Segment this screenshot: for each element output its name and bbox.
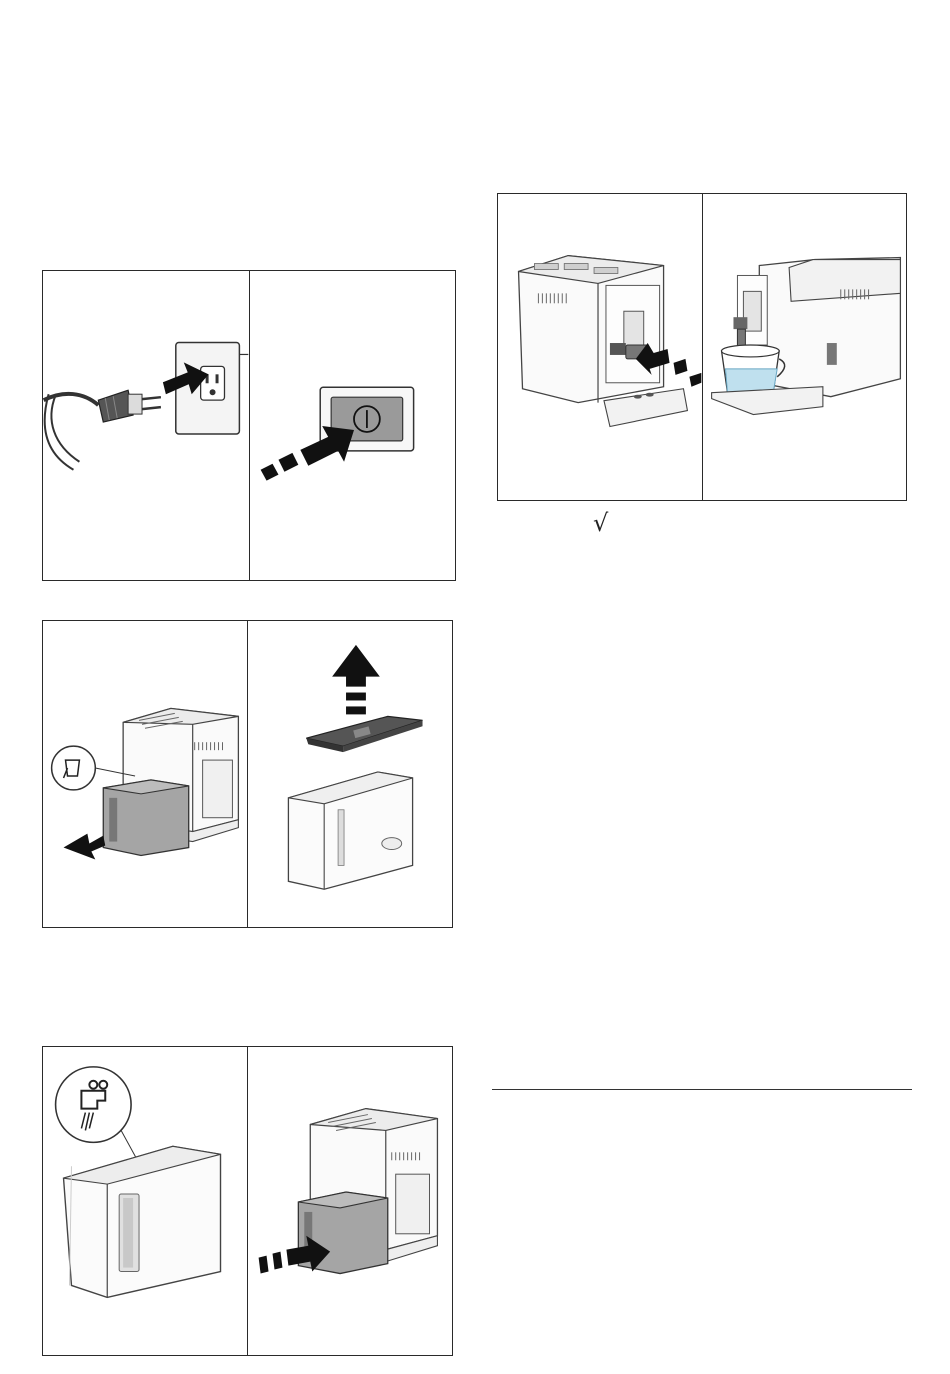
- illustration-plug-in: [43, 271, 249, 580]
- tank-lid-icon: [248, 621, 454, 927]
- power-button-icon: [250, 271, 457, 580]
- hot-water-spout-icon: [498, 194, 702, 500]
- tank-insert-icon: [248, 1047, 454, 1355]
- illustration-power-on: [250, 271, 457, 580]
- plug-outlet-icon: [43, 271, 249, 580]
- section-divider: [492, 1089, 912, 1090]
- illustration-lift-lid: [248, 621, 454, 927]
- figure-plug-power: [42, 270, 456, 581]
- figure-remove-tank: [42, 620, 453, 928]
- illustration-fill-tank: [43, 1047, 247, 1355]
- water-tank-removal-icon: [43, 621, 247, 927]
- illustration-remove-tank: [43, 621, 247, 927]
- check-symbol: √: [593, 511, 608, 535]
- illustration-position-spout: [498, 194, 702, 500]
- figure-fill-insert: [42, 1046, 453, 1356]
- container-under-spout-icon: [703, 194, 908, 500]
- illustration-place-container: [703, 194, 908, 500]
- water-tap-icon: [43, 1047, 247, 1355]
- figure-hot-water-spout: [497, 193, 907, 501]
- illustration-insert-tank: [248, 1047, 454, 1355]
